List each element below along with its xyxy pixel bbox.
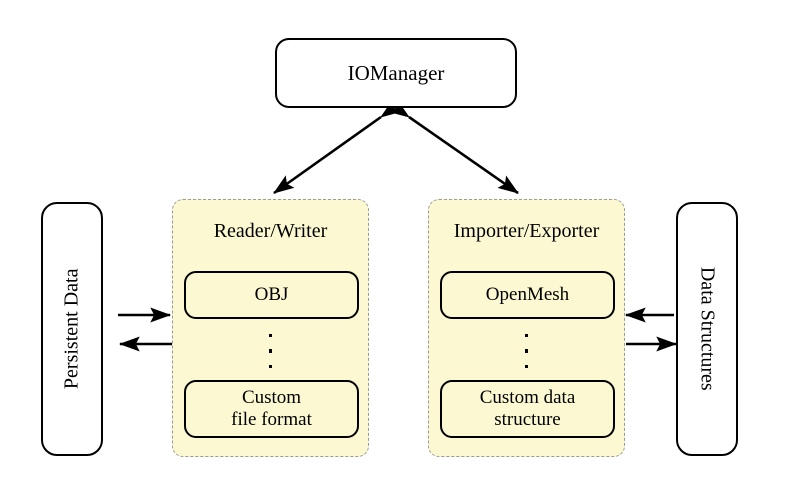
importer-exporter-vertical-ellipsis-icon xyxy=(429,331,624,371)
data-structures-label: Data Structures xyxy=(696,267,719,391)
iomanager-readerwriter-arrow xyxy=(273,99,402,195)
obj-item: OBJ xyxy=(184,271,359,319)
obj-item-label: OBJ xyxy=(254,283,289,305)
persistent-data-box: Persistent Data xyxy=(41,202,103,456)
openmesh-item: OpenMesh xyxy=(440,271,615,319)
iomanager-importerexporter-arrow xyxy=(388,99,519,195)
data-structures-box: Data Structures xyxy=(676,202,738,456)
io-manager-node: IOManager xyxy=(275,38,517,108)
reader-writer-vertical-ellipsis-icon xyxy=(173,331,368,371)
io-manager-label: IOManager xyxy=(347,60,445,85)
persistent-data-label: Persistent Data xyxy=(60,268,83,390)
openmesh-item-label: OpenMesh xyxy=(485,283,570,305)
importer-exporter-panel-title: Importer/Exporter xyxy=(453,220,600,242)
reader-writer-panel-title: Reader/Writer xyxy=(213,220,328,242)
